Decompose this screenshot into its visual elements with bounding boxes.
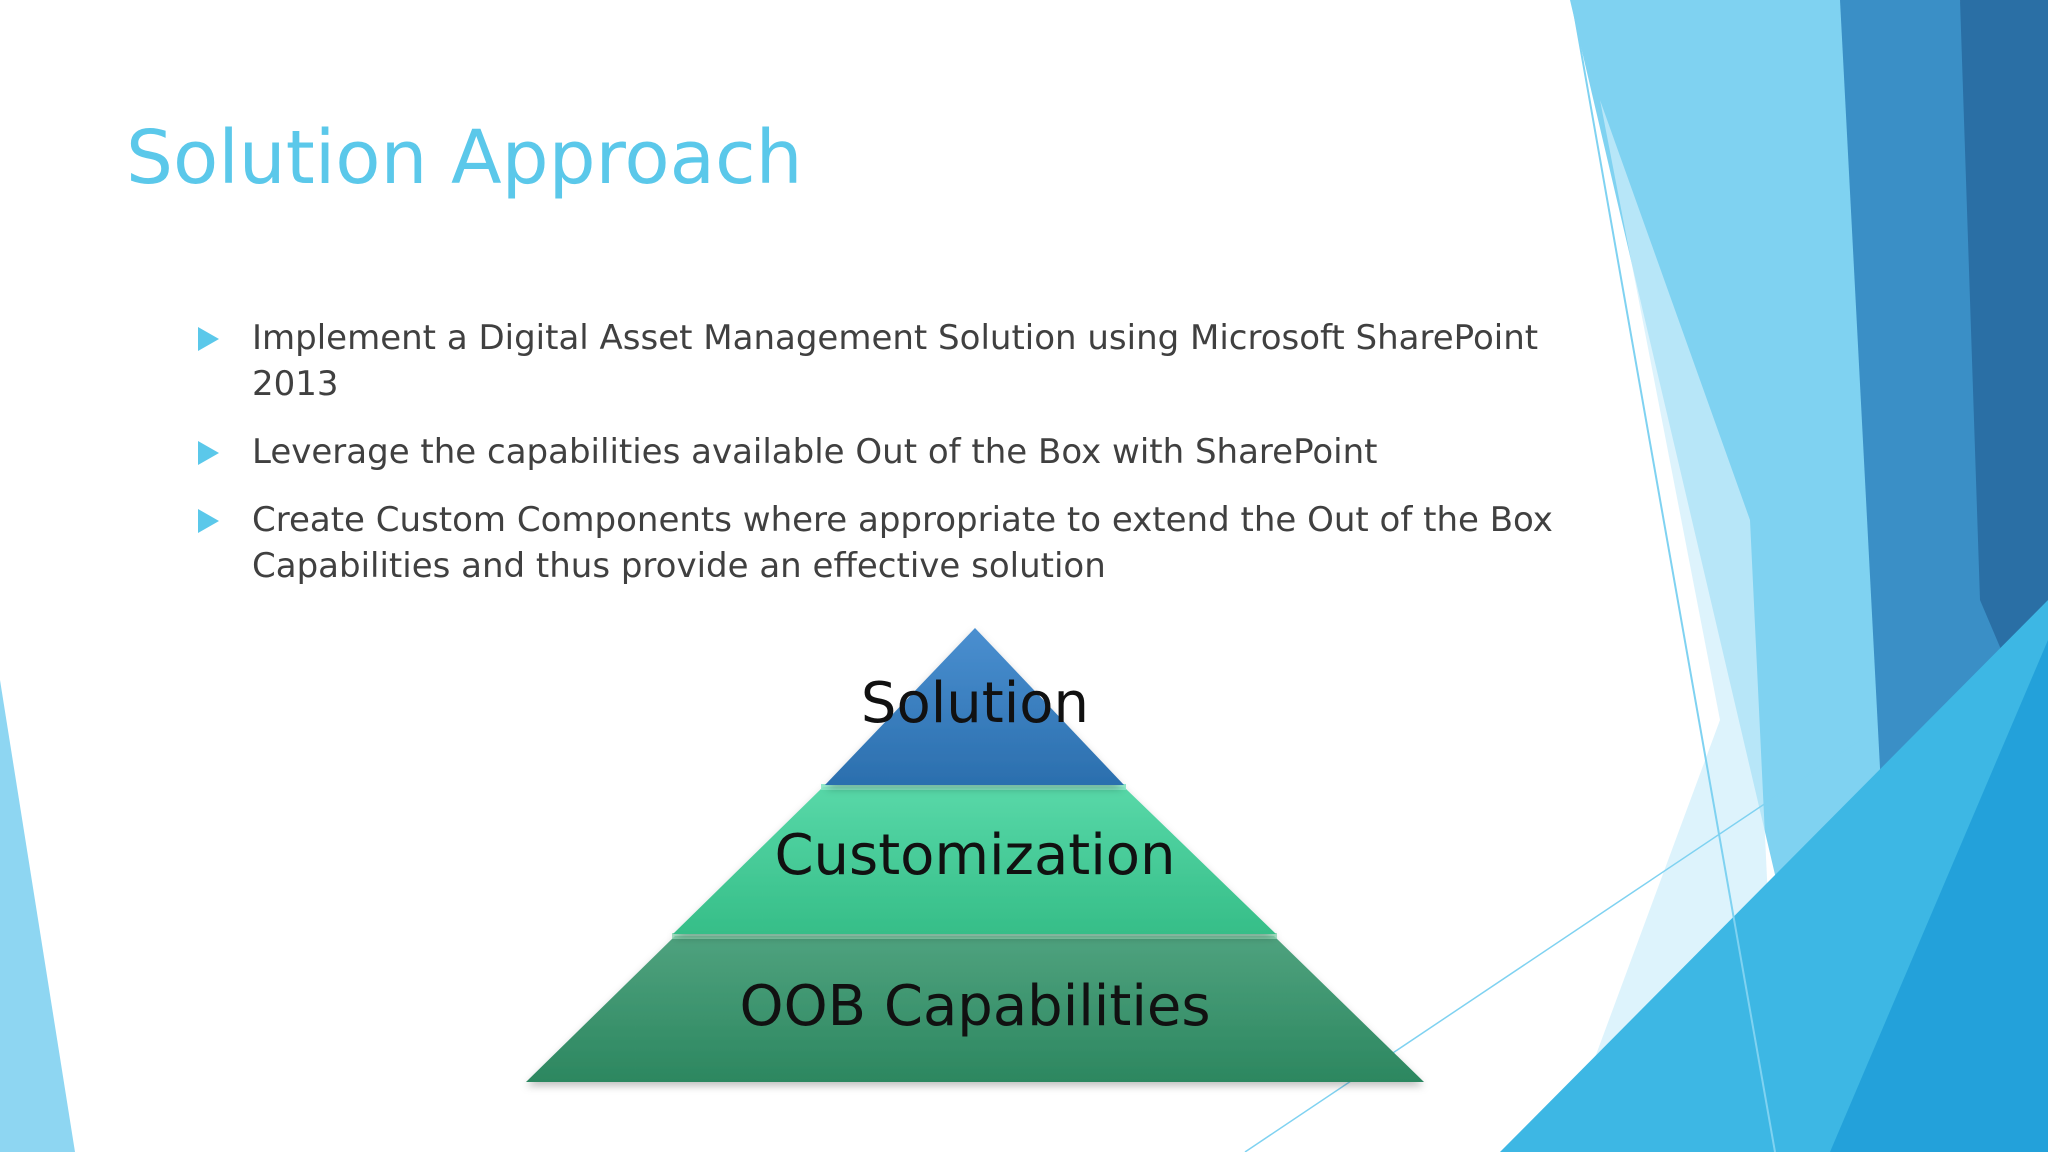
pyramid-label-middle: Customization xyxy=(774,823,1175,888)
bullet-arrow-icon xyxy=(198,327,219,351)
bullet-item: Implement a Digital Asset Management Sol… xyxy=(190,315,1590,407)
pyramid-diagram: Solution Customization OOB Capabilities xyxy=(526,628,1424,1082)
right-decor-dark xyxy=(1960,0,2048,760)
bullet-text: Leverage the capabilities available Out … xyxy=(252,432,1378,472)
pyramid-level-top xyxy=(825,628,1124,785)
bullet-item: Leverage the capabilities available Out … xyxy=(190,429,1590,475)
pyramid-band-highlight xyxy=(821,784,1126,790)
pyramid-level-middle xyxy=(673,787,1276,934)
bullet-arrow-icon xyxy=(198,441,219,465)
bullet-arrow-icon xyxy=(198,509,219,533)
pyramid-level-bottom xyxy=(526,936,1424,1082)
bullet-item: Create Custom Components where appropria… xyxy=(190,497,1590,589)
pyramid-label-top: Solution xyxy=(861,671,1089,736)
pyramid-label-bottom: OOB Capabilities xyxy=(739,974,1210,1039)
pyramid-band-highlight xyxy=(672,933,1277,939)
bullet-text: Implement a Digital Asset Management Sol… xyxy=(252,318,1539,404)
left-decor-shape xyxy=(0,680,75,1152)
bullet-text: Create Custom Components where appropria… xyxy=(252,500,1553,586)
right-decor-deep xyxy=(1830,640,2048,1152)
slide-title: Solution Approach xyxy=(126,115,803,201)
decor-line-2 xyxy=(1244,739,1861,1152)
decor-line-1 xyxy=(1571,0,1776,1152)
bullet-list: Implement a Digital Asset Management Sol… xyxy=(190,315,1590,611)
right-decor-pale xyxy=(1560,100,1780,1152)
